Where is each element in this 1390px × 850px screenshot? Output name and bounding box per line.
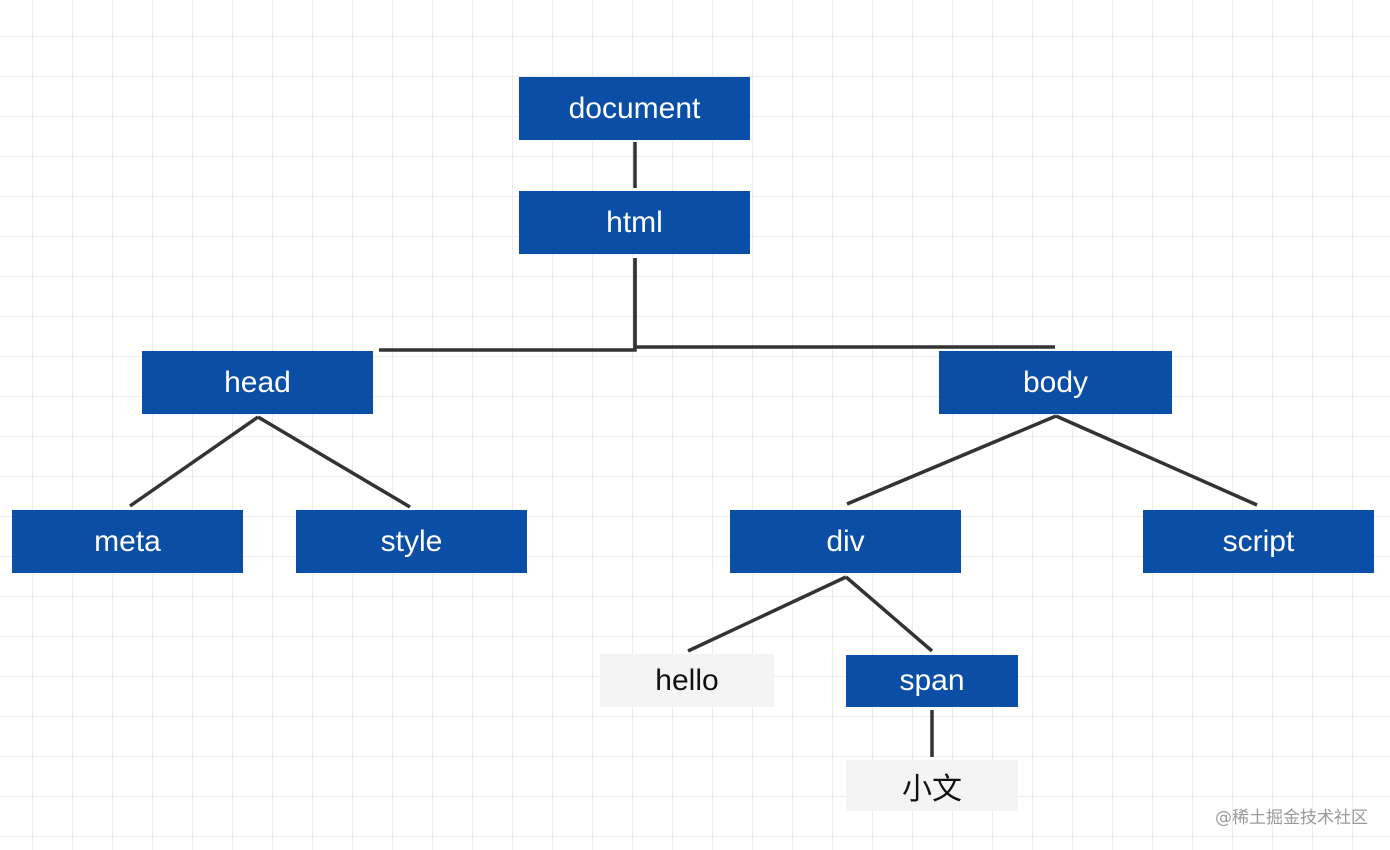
node-body: body [939, 351, 1172, 414]
node-span: span [846, 655, 1018, 707]
watermark: @稀土掘金技术社区 [1215, 808, 1368, 828]
node-meta: meta [12, 510, 243, 573]
edge-body-script [1055, 414, 1258, 507]
edge-html-body [633, 258, 1055, 349]
node-head: head [142, 351, 373, 414]
edge-head-meta [129, 415, 259, 508]
node-style: style [296, 510, 527, 573]
node-document: document [519, 77, 750, 140]
edge-div-span [844, 575, 934, 653]
edge-head-style [257, 415, 411, 509]
edge-body-div [846, 414, 1057, 506]
edge-html-head [379, 258, 637, 352]
node-xiaowen: 小文 [846, 760, 1018, 811]
node-html: html [519, 191, 750, 254]
node-div: div [730, 510, 961, 573]
node-script: script [1143, 510, 1374, 573]
node-hello: hello [600, 654, 774, 707]
edge-div-hello [687, 575, 847, 653]
